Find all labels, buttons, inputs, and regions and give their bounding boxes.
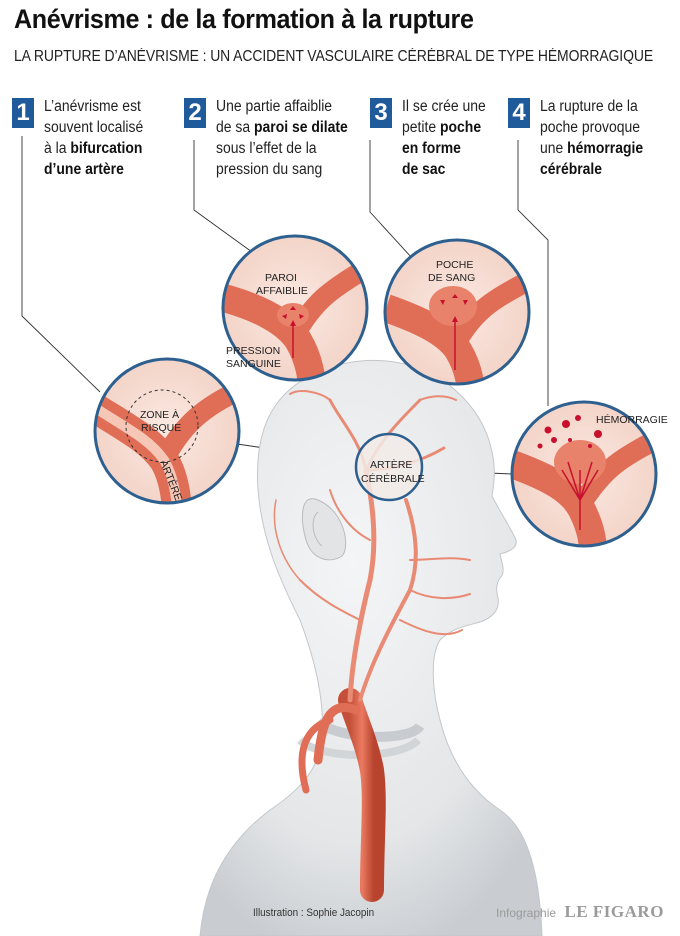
- step-4-line: cérébrale: [540, 161, 603, 178]
- illustration-credit: Illustration : Sophie Jacopin: [253, 907, 375, 919]
- step-3-line: Il se crée une: [402, 98, 486, 115]
- infographie-label: Infographie: [496, 906, 557, 920]
- page-subtitle: LA RUPTURE D’ANÉVRISME : UN ACCIDENT VAS…: [14, 48, 654, 65]
- label-zone-risque-1: ZONE À: [140, 408, 179, 421]
- label-pression-2: SANGUINE: [226, 358, 281, 370]
- step-1-line: d’une artère: [44, 161, 124, 178]
- step-text-4: La rupture de la poche provoque une hémo…: [540, 96, 643, 180]
- step-3-line: de sac: [402, 161, 446, 178]
- brand-name: LE FIGARO: [564, 902, 664, 921]
- step-2-line: Une partie affaiblie: [216, 98, 333, 115]
- label-poche-2: DE SANG: [428, 272, 475, 284]
- label-artere-cerebrale-1: ARTÈRE: [370, 458, 412, 471]
- step-2-line: de sa paroi se dilate: [216, 119, 348, 136]
- label-zone-risque-2: RISQUE: [141, 422, 181, 434]
- label-hemorragie: HÉMORRAGIE: [596, 413, 668, 426]
- step-3-line: en forme: [402, 140, 461, 157]
- step-2-line: pression du sang: [216, 161, 323, 178]
- label-pression-1: PRESSION: [226, 345, 280, 357]
- step-number-3: 3: [370, 98, 392, 128]
- detail-circle-4: [512, 402, 656, 546]
- artery-network: [273, 390, 471, 902]
- connector-step-3: [369, 140, 413, 259]
- label-artere-cerebrale-2: CÉRÉBRALE: [361, 472, 425, 485]
- connector-step-4: [517, 140, 549, 406]
- detail-circle-1: [95, 359, 239, 503]
- step-text-1: L’anévrisme est souvent localisé à la bi…: [44, 96, 143, 180]
- detail-circle-3: [385, 240, 529, 384]
- connector-step-1: [21, 136, 101, 393]
- page-title: Anévrisme : de la formation à la rupture: [14, 4, 474, 34]
- step-text-2: Une partie affaiblie de sa paroi se dila…: [216, 96, 348, 180]
- step-1-line: à la bifurcation: [44, 140, 143, 157]
- label-paroi-2: AFFAIBLIE: [256, 285, 308, 297]
- step-4-line: La rupture de la: [540, 98, 638, 115]
- step-1-line: L’anévrisme est: [44, 98, 141, 115]
- connector-step-2: [193, 140, 253, 253]
- label-paroi-1: PAROI: [265, 272, 297, 284]
- publisher-logo: Infographie LE FIGARO: [496, 902, 664, 922]
- step-4-line: poche provoque: [540, 119, 641, 136]
- step-3-line: petite poche: [402, 119, 482, 136]
- step-2-line: sous l’effet de la: [216, 140, 317, 157]
- ear-shape: [301, 498, 347, 561]
- step-number-2: 2: [184, 98, 206, 128]
- step-1-line: souvent localisé: [44, 119, 144, 136]
- label-poche-1: POCHE: [436, 259, 473, 271]
- step-text-3: Il se crée une petite poche en forme de …: [402, 96, 486, 180]
- center-circle: ARTÈRE CÉRÉBRALE: [354, 432, 425, 502]
- step-number-4: 4: [508, 98, 530, 128]
- step-number-1: 1: [12, 98, 34, 128]
- step-4-line: une hémorragie: [540, 140, 644, 157]
